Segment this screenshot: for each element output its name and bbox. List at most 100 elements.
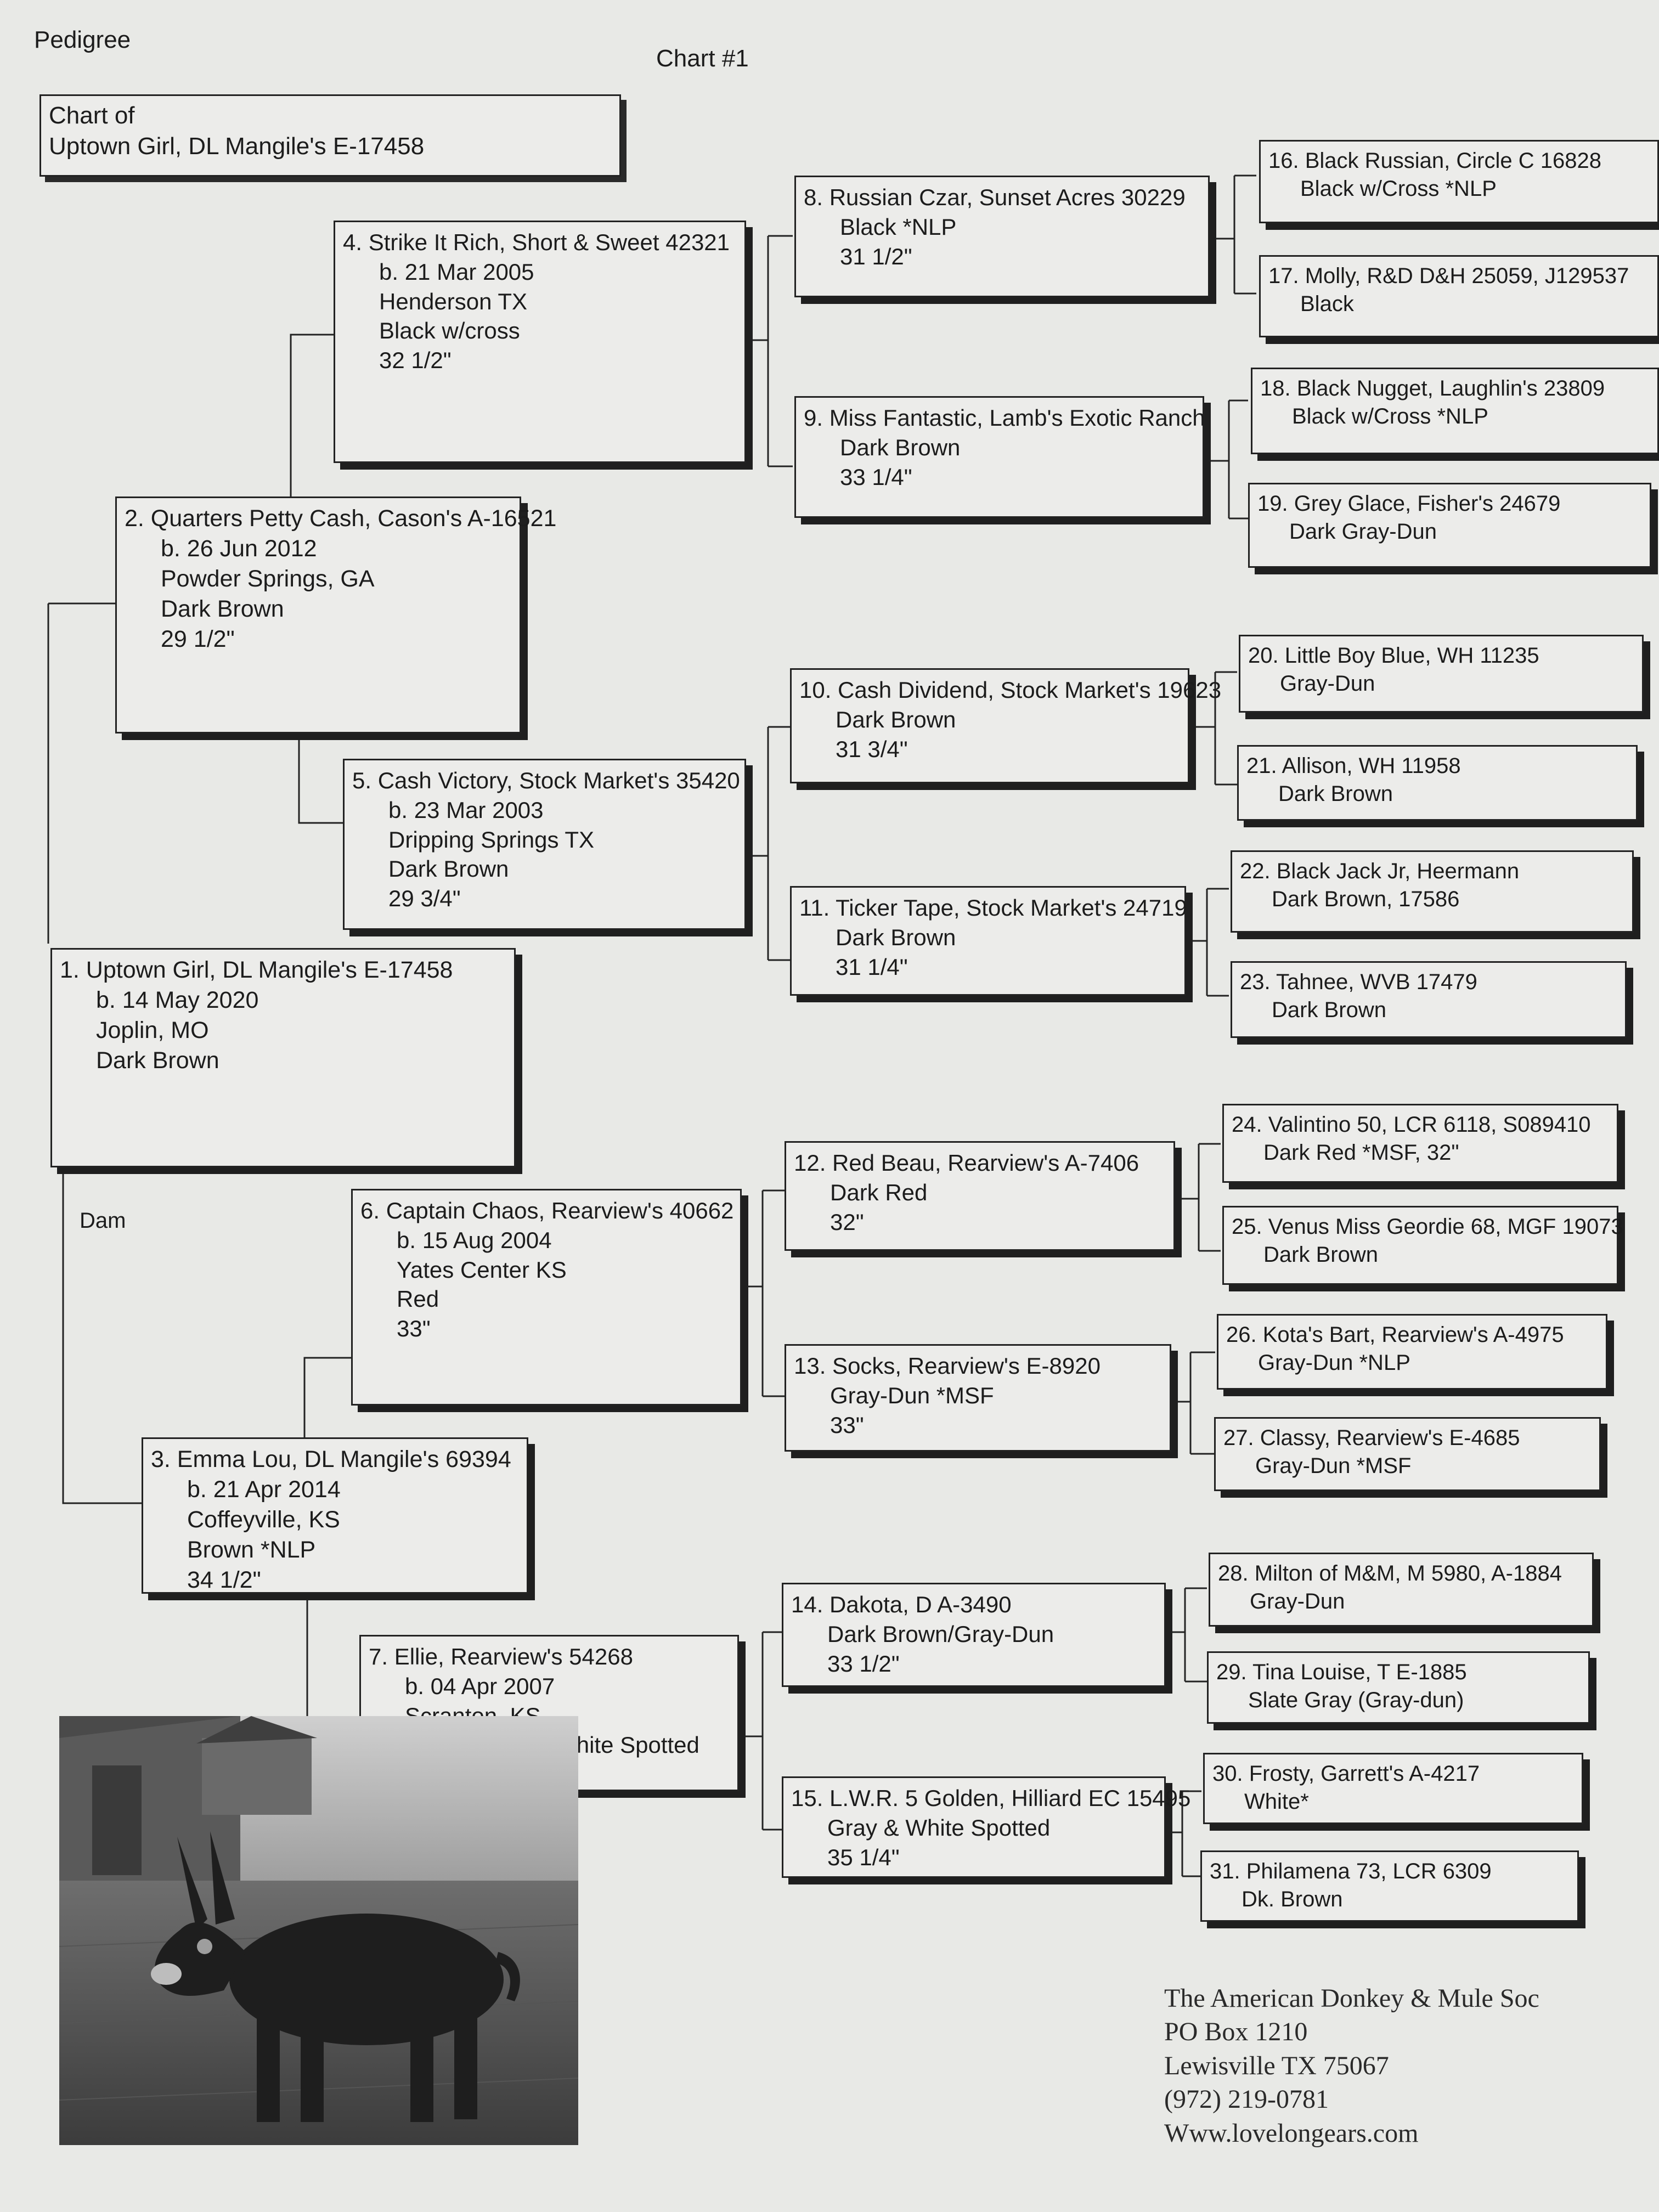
dam-label: Dam [80,1209,126,1233]
pedigree-entry-16: 16. Black Russian, Circle C 16828 Black … [1259,140,1659,223]
entry-height: 32 1/2" [379,347,452,373]
entry-name: 31. Philamena 73, LCR 6309 [1210,1859,1492,1883]
pedigree-entry-20: 20. Little Boy Blue, WH 11235 Gray-Dun [1239,635,1644,713]
pedigree-entry-26: 26. Kota's Bart, Rearview's A-4975 Gray-… [1217,1314,1607,1390]
society-phone: (972) 219-0781 [1164,2085,1329,2114]
entry-color: Dark Brown [96,1047,219,1074]
entry-color: Gray & White Spotted [827,1814,1051,1841]
chart-number: Chart #1 [656,45,749,72]
pedigree-entry-29: 29. Tina Louise, T E-1885 Slate Gray (Gr… [1207,1651,1590,1724]
entry-color: Black [1300,292,1354,317]
entry-color: Dark Brown [1263,1243,1378,1267]
pedigree-entry-11: 11. Ticker Tape, Stock Market's 24719 Da… [790,886,1187,996]
entry-color: Black w/Cross *NLP [1292,404,1488,429]
entry-name: 28. Milton of M&M, M 5980, A-1884 [1218,1561,1562,1585]
chart-title-name: Uptown Girl, DL Mangile's E-17458 [49,133,425,160]
pedigree-entry-9: 9. Miss Fantastic, Lamb's Exotic Ranch D… [794,396,1205,518]
entry-place: Henderson TX [379,288,528,314]
pedigree-entry-5: 5. Cash Victory, Stock Market's 35420 b.… [343,759,746,930]
entry-birth: b. 15 Aug 2004 [397,1227,552,1253]
entry-birth: b. 21 Mar 2005 [379,258,534,285]
entry-height: 32" [830,1209,864,1235]
entry-color: Brown *NLP [187,1537,316,1564]
entry-name: 21. Allison, WH 11958 [1246,754,1461,778]
entry-color: Dark Red [830,1179,928,1205]
entry-color: Dk. Brown [1242,1887,1343,1912]
entry-color: Dark Brown, 17586 [1272,887,1460,912]
entry-name: 15. L.W.R. 5 Golden, Hilliard EC 15495 [791,1785,1191,1811]
entry-color: Gray-Dun *MSF [1255,1454,1412,1479]
society-name: The American Donkey & Mule Soc [1164,1984,1539,2013]
entry-birth: b. 26 Jun 2012 [161,535,317,562]
entry-name: 26. Kota's Bart, Rearview's A-4975 [1226,1323,1564,1347]
entry-height: 33 1/2" [827,1650,900,1677]
entry-height: 31 1/4" [836,953,908,980]
pedigree-entry-10: 10. Cash Dividend, Stock Market's 19623 … [790,668,1222,783]
pedigree-entry-21: 21. Allison, WH 11958 Dark Brown [1237,745,1638,821]
entry-color: Dark Brown [840,434,961,460]
pedigree-entry-6: 6. Captain Chaos, Rearview's 40662 b. 15… [351,1189,742,1406]
pedigree-entry-3: 3. Emma Lou, DL Mangile's 69394 b. 21 Ap… [142,1437,528,1594]
entry-color: Gray-Dun [1280,672,1375,696]
society-address: The American Donkey & Mule Soc PO Box 12… [1164,1982,1539,2150]
pedigree-entry-27: 27. Classy, Rearview's E-4685 Gray-Dun *… [1214,1417,1601,1491]
pedigree-entry-12: 12. Red Beau, Rearview's A-7406 Dark Red… [785,1141,1175,1251]
entry-name: 30. Frosty, Garrett's A-4217 [1212,1762,1480,1786]
donkey-photo [59,1716,578,2145]
entry-birth: b. 04 Apr 2007 [405,1673,555,1699]
entry-height: 29 1/2" [161,626,235,653]
entry-place: Yates Center KS [397,1256,567,1283]
pedigree-entry-15: 15. L.W.R. 5 Golden, Hilliard EC 15495 G… [782,1776,1191,1878]
pedigree-entry-23: 23. Tahnee, WVB 17479 Dark Brown [1231,961,1627,1038]
entry-place: Coffeyville, KS [187,1506,340,1533]
pedigree-entry-8: 8. Russian Czar, Sunset Acres 30229 Blac… [794,176,1210,297]
pedigree-entry-19: 19. Grey Glace, Fisher's 24679 Dark Gray… [1248,483,1651,568]
entry-name: 23. Tahnee, WVB 17479 [1240,970,1477,994]
entry-color: Slate Gray (Gray-dun) [1248,1688,1464,1713]
pedigree-entry-24: 24. Valintino 50, LCR 6118, S089410 Dark… [1222,1104,1618,1183]
entry-name: 10. Cash Dividend, Stock Market's 19623 [799,677,1222,703]
entry-color: Black w/cross [379,318,520,344]
entry-color: Dark Brown/Gray-Dun [827,1621,1054,1647]
entry-name: 4. Strike It Rich, Short & Sweet 42321 [343,229,730,255]
entry-name: 11. Ticker Tape, Stock Market's 24719 [799,895,1187,921]
entry-place: Powder Springs, GA [161,566,375,592]
entry-color: Dark Brown [836,924,956,950]
pedigree-entry-30: 30. Frosty, Garrett's A-4217 White* [1203,1753,1583,1824]
entry-name: 5. Cash Victory, Stock Market's 35420 [352,768,740,793]
entry-name: 20. Little Boy Blue, WH 11235 [1248,644,1539,668]
entry-name: 12. Red Beau, Rearview's A-7406 [794,1150,1139,1176]
entry-color: Gray-Dun *NLP [1258,1351,1410,1375]
entry-height: 33" [830,1412,864,1438]
entry-color: Dark Brown [161,596,284,623]
entry-name: 2. Quarters Petty Cash, Cason's A-16521 [125,505,557,532]
entry-name: 16. Black Russian, Circle C 16828 [1268,149,1601,173]
entry-color: Dark Red *MSF, 32" [1263,1141,1459,1165]
entry-name: 1. Uptown Girl, DL Mangile's E-17458 [60,957,453,983]
pedigree-entry-13: 13. Socks, Rearview's E-8920 Gray-Dun *M… [785,1344,1171,1452]
entry-color: Dark Brown [1278,782,1393,806]
entry-name: 6. Captain Chaos, Rearview's 40662 [360,1198,734,1223]
entry-height: 33 1/4" [840,464,912,490]
entry-name: 8. Russian Czar, Sunset Acres 30229 [804,184,1186,210]
entry-birth: b. 14 May 2020 [96,987,259,1014]
entry-name: 24. Valintino 50, LCR 6118, S089410 [1232,1113,1591,1137]
entry-color: Dark Brown [836,706,956,732]
pedigree-entry-25: 25. Venus Miss Geordie 68, MGF 19073 Dar… [1222,1206,1623,1285]
pedigree-entry-4: 4. Strike It Rich, Short & Sweet 42321 b… [334,221,746,463]
entry-height: 35 1/4" [827,1844,900,1870]
entry-birth: b. 21 Apr 2014 [187,1476,341,1503]
entry-birth: b. 23 Mar 2003 [388,797,544,823]
chart-title-label: Chart of [49,102,135,129]
pedigree-entry-31: 31. Philamena 73, LCR 6309 Dk. Brown [1200,1850,1579,1922]
entry-height: 33" [397,1316,431,1341]
pedigree-entry-17: 17. Molly, R&D D&H 25059, J129537 Black [1259,255,1659,337]
entry-color: Dark Brown [388,856,509,882]
entry-name: 25. Venus Miss Geordie 68, MGF 19073 [1232,1215,1623,1239]
society-city: Lewisville TX 75067 [1164,2051,1389,2080]
entry-name: 17. Molly, R&D D&H 25059, J129537 [1268,264,1629,288]
entry-name: 27. Classy, Rearview's E-4685 [1223,1426,1520,1450]
entry-color: Dark Brown [1272,998,1386,1023]
entry-color: White* [1244,1790,1309,1814]
pedigree-entry-22: 22. Black Jack Jr, Heermann Dark Brown, … [1231,850,1634,933]
